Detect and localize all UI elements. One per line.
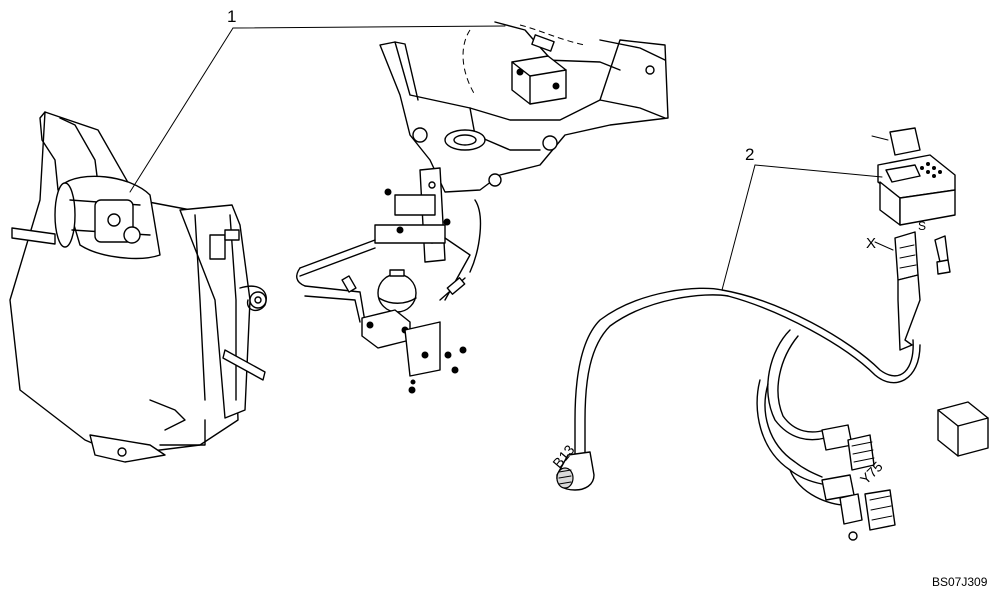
wiring-harness [556, 127, 989, 541]
chassis-frame [379, 21, 669, 193]
label-s: S [918, 219, 926, 233]
loader-frame [9, 111, 267, 463]
figure-code: BS07J309 [932, 575, 988, 589]
hydraulic-assembly [296, 167, 482, 394]
label-x: X [866, 235, 876, 252]
callout-2: 2 [745, 145, 754, 164]
callout-1: 1 [227, 7, 236, 26]
callout-leaders [129, 25, 894, 291]
